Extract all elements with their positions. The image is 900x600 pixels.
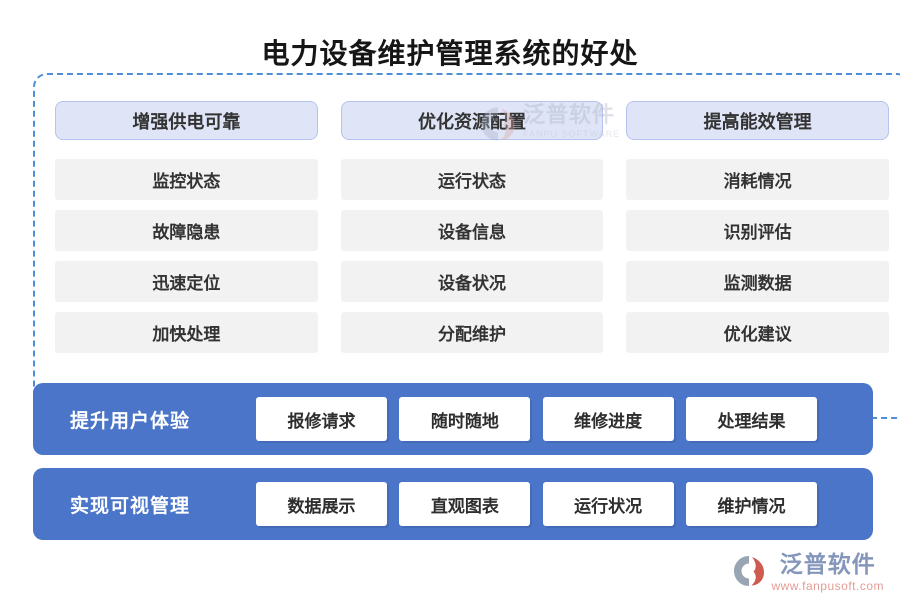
feature-bar-buttons: 报修请求随时随地维修进度处理结果: [256, 397, 852, 441]
feature-chip: 数据展示: [256, 482, 387, 526]
fanpu-logo-icon: [734, 556, 765, 586]
benefit-item: 迅速定位: [55, 261, 318, 302]
feature-bar-user-experience: 提升用户体验 报修请求随时随地维修进度处理结果: [33, 383, 873, 455]
feature-chip: 维修进度: [542, 397, 674, 441]
benefit-item: 识别评估: [626, 210, 890, 251]
benefit-item: 分配维护: [340, 312, 604, 353]
footer-brand: 泛普软件 www.fanpusoft.com: [731, 553, 884, 592]
benefit-column: 优化资源配置 运行状态设备信息设备状况分配维护: [340, 101, 604, 395]
page-title: 电力设备维护管理系统的好处: [261, 38, 639, 69]
benefit-item: 加快处理: [55, 312, 318, 353]
benefits-panel: 增强供电可靠 监控状态故障隐患迅速定位加快处理 优化资源配置 运行状态设备信息设…: [33, 73, 900, 419]
benefit-column: 增强供电可靠 监控状态故障隐患迅速定位加快处理: [55, 101, 318, 395]
benefit-item: 监测数据: [626, 261, 890, 302]
feature-bar-label: 实现可视管理: [70, 495, 191, 517]
benefit-item: 设备信息: [340, 210, 604, 251]
feature-chip: 报修请求: [256, 397, 387, 441]
feature-bar-visual-management: 实现可视管理 数据展示直观图表运行状况维护情况: [33, 468, 873, 540]
benefit-item: 设备状况: [340, 261, 604, 302]
feature-chip: 运行状况: [542, 482, 674, 526]
benefit-column: 提高能效管理 消耗情况识别评估监测数据优化建议: [626, 101, 890, 395]
footer-brand-name: 泛普软件: [779, 551, 876, 577]
benefit-item: 优化建议: [626, 312, 890, 353]
feature-bar-buttons: 数据展示直观图表运行状况维护情况: [256, 482, 852, 526]
feature-chip: 随时随地: [399, 397, 531, 441]
benefit-item: 故障隐患: [55, 210, 318, 251]
feature-chip: 维护情况: [685, 482, 817, 526]
benefit-item: 消耗情况: [626, 159, 890, 200]
benefit-column-header: 提高能效管理: [626, 101, 890, 140]
feature-chip: 处理结果: [685, 397, 817, 441]
feature-bar-label: 提升用户体验: [70, 410, 191, 432]
benefit-column-header: 增强供电可靠: [55, 101, 318, 140]
benefit-item: 运行状态: [340, 159, 604, 200]
footer-brand-url: www.fanpusoft.com: [771, 579, 884, 593]
feature-chip: 直观图表: [399, 482, 531, 526]
benefit-item: 监控状态: [55, 159, 318, 200]
benefit-column-header: 优化资源配置: [340, 101, 604, 140]
